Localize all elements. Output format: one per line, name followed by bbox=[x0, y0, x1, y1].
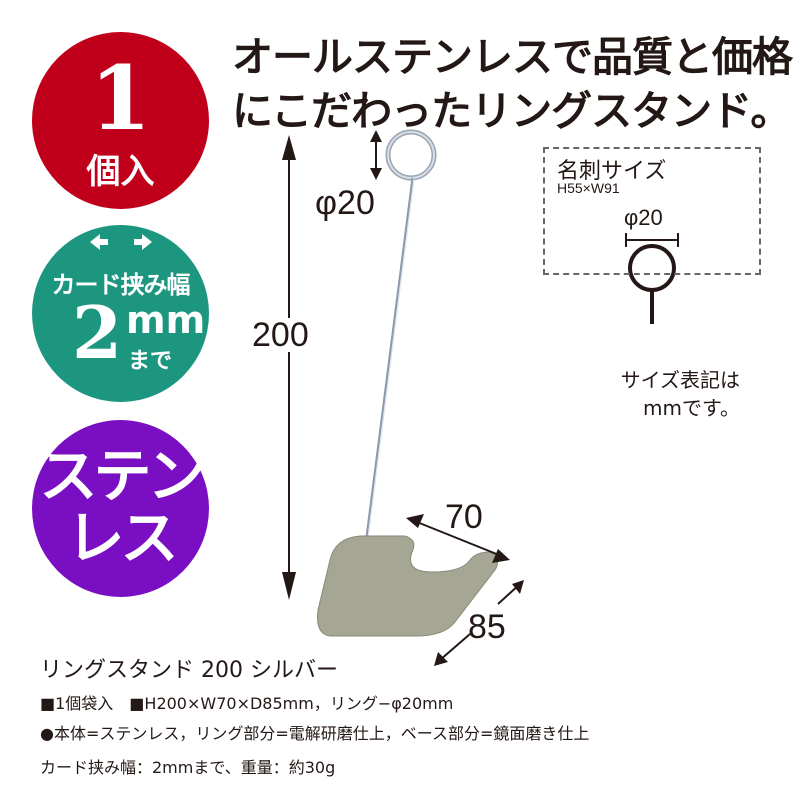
ring-height-arrow-icon bbox=[370, 130, 382, 180]
material-badge: ステン レス bbox=[32, 420, 209, 597]
unit-note-line2: mmです。 bbox=[643, 396, 740, 420]
spec-line-2: ●本体=ステンレス，リング部分=電解研磨仕上，ベース部分=鏡面磨き仕上 bbox=[40, 724, 590, 743]
headline-line2: にこだわったリングスタンド。 bbox=[232, 87, 791, 135]
card-size: H55×W91 bbox=[557, 180, 620, 196]
quantity-number: 1 bbox=[89, 46, 152, 150]
card-width-badge: カード挟み幅 2 mm まで bbox=[32, 225, 209, 402]
unit-note: サイズ表記は mmです。 bbox=[621, 366, 740, 422]
headline: オールステンレスで品質と価格 にこだわったリングスタンド。 bbox=[232, 30, 793, 138]
ring-diameter-label: φ20 bbox=[315, 184, 375, 222]
card-width-number: 2 bbox=[72, 290, 123, 375]
card-ring-icon bbox=[625, 233, 679, 324]
product-name: リングスタンド 200 シルバー bbox=[40, 658, 338, 683]
height-label: 200 bbox=[252, 316, 309, 354]
height-arrow-icon bbox=[282, 135, 296, 600]
ring-icon bbox=[385, 129, 437, 181]
quantity-badge: 1 個入 bbox=[32, 32, 209, 209]
card-width-label: カード挟み幅 bbox=[51, 271, 191, 299]
spec-line-3: カード挟み幅：2mmまで、重量：約30g bbox=[40, 758, 336, 777]
quantity-label: 個入 bbox=[86, 152, 155, 192]
depth-label: 85 bbox=[468, 608, 506, 646]
card-width-suffix: まで bbox=[128, 349, 173, 374]
card-ring-label: φ20 bbox=[624, 205, 663, 230]
card-title: 名刺サイズ bbox=[557, 159, 667, 184]
double-arrow-icon bbox=[32, 231, 209, 259]
business-card-outline bbox=[543, 147, 761, 275]
base-plate bbox=[317, 535, 498, 637]
card-width-unit: mm bbox=[126, 298, 206, 342]
material-line1: ステン bbox=[39, 442, 205, 510]
spec-line-1: ■1個袋入 ■H200×W70×D85mm，リング−φ20mm bbox=[40, 694, 454, 713]
material-line2: レス bbox=[66, 504, 178, 572]
width-label: 70 bbox=[445, 498, 483, 536]
depth-arrow-icon bbox=[434, 580, 524, 666]
unit-note-line1: サイズ表記は bbox=[620, 368, 740, 392]
headline-line1: オールステンレスで品質と価格 bbox=[232, 33, 793, 81]
width-arrow-icon bbox=[406, 514, 510, 563]
